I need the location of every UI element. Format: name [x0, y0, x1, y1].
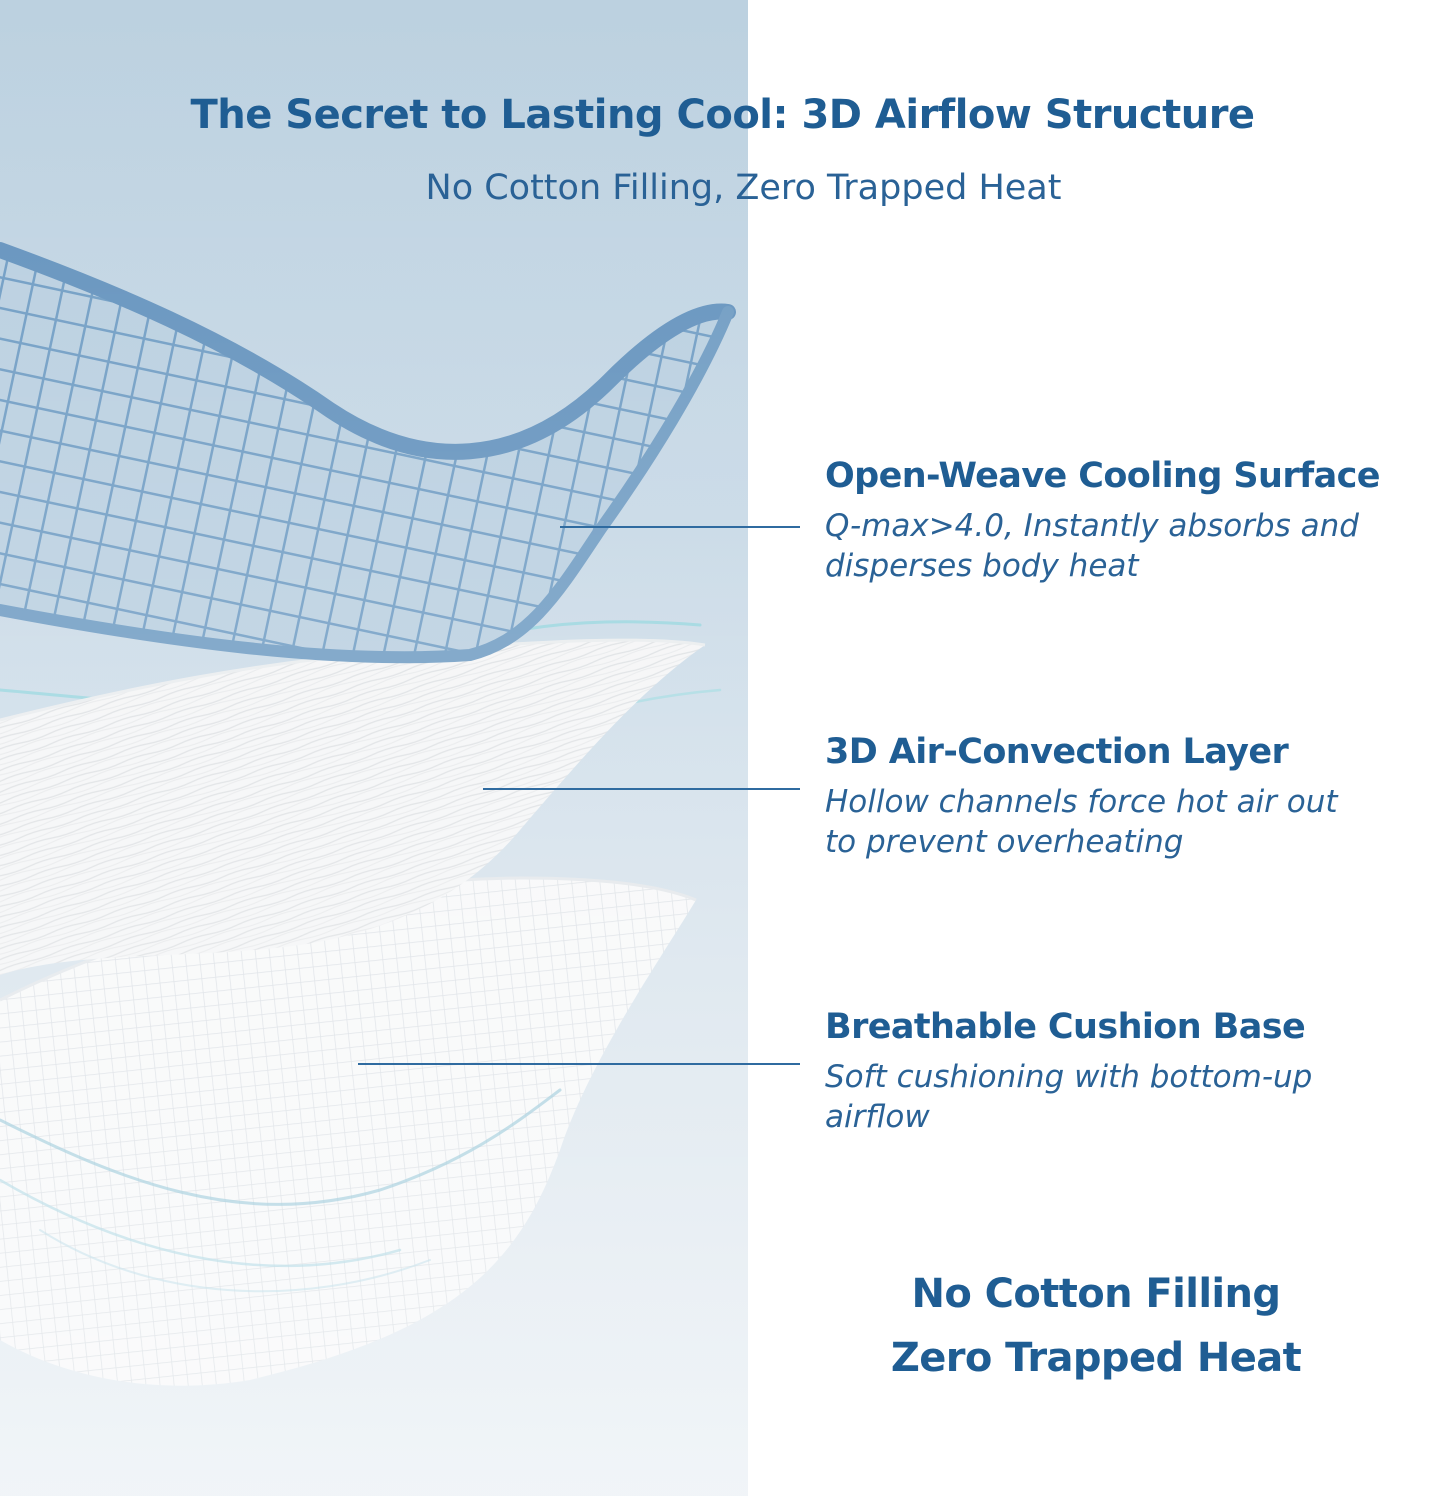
feature-description: Q-max>4.0, Instantly absorbs and dispers… [825, 508, 1359, 584]
layer-illustration [0, 0, 748, 1496]
closing-line-1: No Cotton Filling [911, 1271, 1282, 1317]
feature-cushion-base: Breathable Cushion Base Soft cushioning … [825, 1007, 1440, 1137]
layer-illustration-panel [0, 0, 748, 1496]
closing-statement: No Cotton Filling Zero Trapped Heat [790, 1262, 1402, 1390]
connector-line-cooling-surface [560, 526, 800, 528]
page-title: The Secret to Lasting Cool: 3D Airflow S… [190, 92, 1255, 138]
feature-description: Soft cushioning with bottom-up airflow [825, 1059, 1313, 1135]
feature-title: 3D Air-Convection Layer [825, 732, 1289, 772]
closing-line-2: Zero Trapped Heat [890, 1335, 1302, 1381]
feature-title: Open-Weave Cooling Surface [825, 456, 1381, 496]
connector-line-air-convection [483, 788, 800, 790]
page-subtitle: No Cotton Filling, Zero Trapped Heat [425, 168, 1062, 208]
connector-line-cushion-base [358, 1063, 800, 1065]
feature-air-convection: 3D Air-Convection Layer Hollow channels … [825, 732, 1440, 862]
feature-description: Hollow channels force hot air out to pre… [825, 784, 1338, 860]
feature-title: Breathable Cushion Base [825, 1007, 1306, 1047]
feature-cooling-surface: Open-Weave Cooling Surface Q-max>4.0, In… [825, 456, 1440, 586]
